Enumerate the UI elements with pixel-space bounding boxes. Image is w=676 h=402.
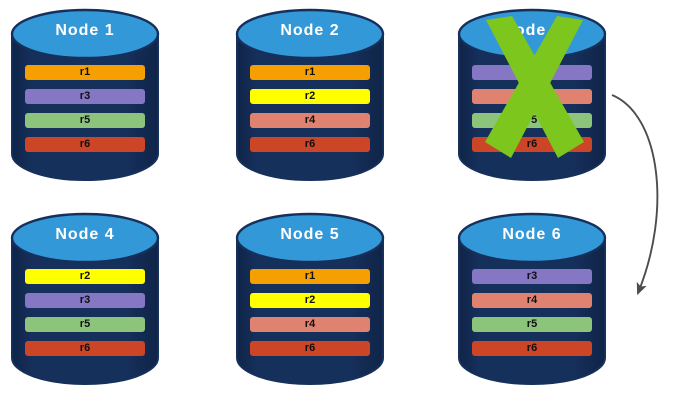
row-bar-r1[interactable]: r1 xyxy=(250,65,370,80)
row-bar-r6[interactable]: r6 xyxy=(250,341,370,356)
row-list: r3 r4 r5 r6 xyxy=(472,269,592,365)
row-bar-r4[interactable]: r4 xyxy=(250,317,370,332)
row-bar-r4[interactable]: r4 xyxy=(472,293,592,308)
row-bar-r5[interactable]: r5 xyxy=(25,317,145,332)
row-bar-r3[interactable]: r3 xyxy=(25,293,145,308)
row-list: r3 r4 r5 r6 xyxy=(472,65,592,161)
row-bar-r5[interactable]: r5 xyxy=(472,113,592,128)
row-bar-r6[interactable]: r6 xyxy=(25,137,145,152)
row-bar-r5[interactable]: r5 xyxy=(25,113,145,128)
row-bar-r5[interactable]: r5 xyxy=(472,317,592,332)
row-bar-r2[interactable]: r2 xyxy=(250,293,370,308)
row-bar-r6[interactable]: r6 xyxy=(472,137,592,152)
row-bar-r2[interactable]: r2 xyxy=(250,89,370,104)
row-bar-r6[interactable]: r6 xyxy=(472,341,592,356)
row-bar-r1[interactable]: r1 xyxy=(25,65,145,80)
row-list: r1 r2 r4 r6 xyxy=(250,65,370,161)
row-bar-r6[interactable]: r6 xyxy=(250,137,370,152)
row-bar-r1[interactable]: r1 xyxy=(250,269,370,284)
row-list: r1 r2 r4 r6 xyxy=(250,269,370,365)
row-bar-r4[interactable]: r4 xyxy=(472,89,592,104)
row-list: r2 r3 r5 r6 xyxy=(25,269,145,365)
row-bar-r3[interactable]: r3 xyxy=(472,65,592,80)
row-bar-r2[interactable]: r2 xyxy=(25,269,145,284)
row-bar-r3[interactable]: r3 xyxy=(25,89,145,104)
row-bar-r4[interactable]: r4 xyxy=(250,113,370,128)
row-bar-r3[interactable]: r3 xyxy=(472,269,592,284)
row-bar-r6[interactable]: r6 xyxy=(25,341,145,356)
row-list: r1 r3 r5 r6 xyxy=(25,65,145,161)
